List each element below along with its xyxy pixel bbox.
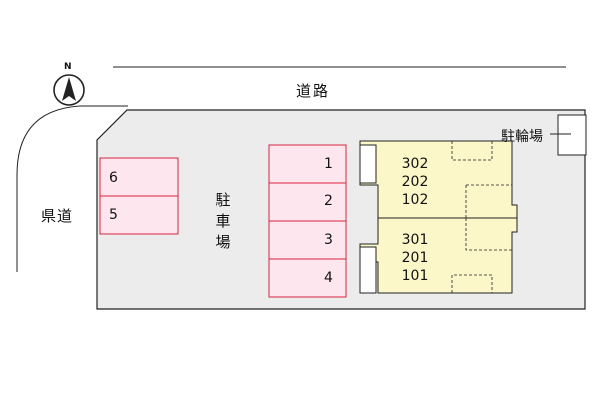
parking-label-char: 場 [215,233,231,251]
entrance-upper [359,144,377,184]
unit-number: 102 [401,192,429,208]
parking-space-number: 3 [324,232,333,248]
parking-space-2 [268,182,347,222]
parking-space-3 [268,220,347,260]
balcony-dashed-upper [451,141,512,218]
parking-space-number: 1 [324,156,333,172]
bicycle-parking-box [557,114,587,156]
building-outline [359,140,518,294]
parking-space-5 [99,195,179,235]
unit-number: 202 [401,174,429,190]
prefectural-road-curve [16,105,128,272]
parking-label: 駐 車 場 [214,190,232,253]
parking-space-number: 6 [109,170,118,186]
parking-space-6 [99,157,179,197]
entrance-lower [359,246,377,294]
bicycle-parking-label: 駐輪場 [501,129,543,145]
prefectural-road-label: 県道 [41,207,74,225]
road-label: 道路 [296,82,331,100]
parking-label-char: 駐 [215,191,231,209]
compass-north-label: N [64,62,72,72]
parking-space-number: 2 [324,193,333,209]
unit-number: 101 [401,268,429,284]
parking-space-number: 5 [109,207,118,223]
balcony-dashed-lower [451,218,512,293]
unit-number: 302 [401,156,429,172]
parking-space-4 [268,258,347,298]
unit-number: 301 [401,232,429,248]
parking-space-number: 4 [324,270,333,286]
compass-arrow [62,77,76,101]
parking-label-char: 車 [215,212,231,230]
unit-number: 201 [401,250,429,266]
parking-space-1 [268,144,347,184]
